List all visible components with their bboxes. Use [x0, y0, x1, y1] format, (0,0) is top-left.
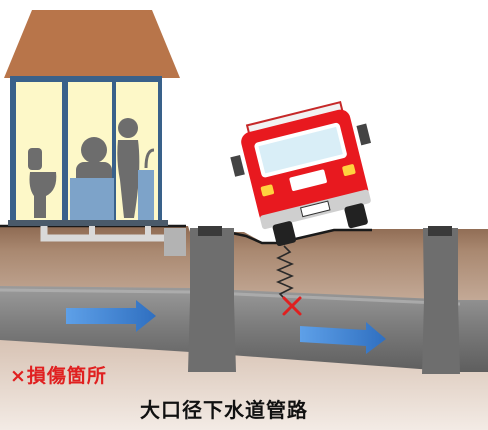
truck-wheel-left: [272, 221, 297, 247]
toilet-icon: [28, 148, 57, 218]
house-roof: [4, 10, 180, 78]
house: [4, 10, 180, 226]
flow-arrow-right: [300, 322, 386, 354]
subsidence-spring: [275, 245, 295, 301]
house-floor: [8, 220, 168, 226]
truck-mirror-left: [230, 154, 245, 177]
house-drain-pipe: [40, 226, 186, 256]
manhole-right: [422, 226, 460, 374]
sink-person-icon: [117, 118, 155, 220]
truck-mirror-right: [356, 123, 371, 146]
bathing-person-icon: [70, 137, 114, 220]
pipe-name-label: 大口径下水道管路: [140, 398, 308, 422]
damage-x-icon: [282, 296, 302, 316]
manhole-left: [188, 226, 236, 372]
fire-truck: [230, 100, 371, 247]
truck-light-right: [342, 164, 356, 176]
flow-arrow-left: [66, 300, 156, 332]
truck-wheel-right: [344, 203, 368, 229]
damage-location-label: ×損傷箇所: [10, 365, 107, 387]
truck-grille: [289, 169, 327, 191]
truck-light-left: [260, 184, 275, 197]
